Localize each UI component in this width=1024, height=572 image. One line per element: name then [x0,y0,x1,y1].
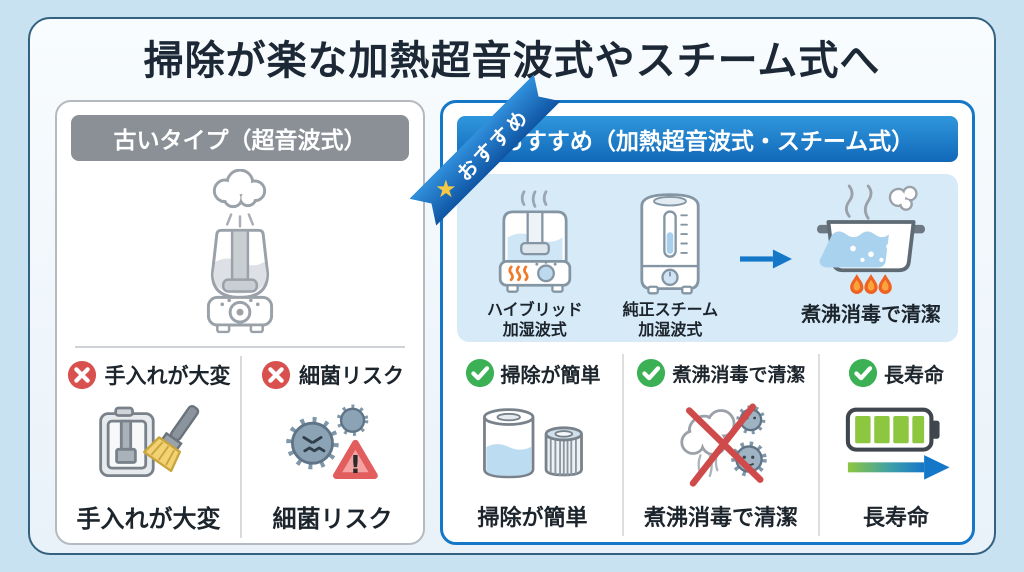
pro-title-row: 煮沸消毒で清潔 [636,354,806,392]
showcase-item-hybrid: ハイブリッド 加湿波式 [467,184,603,342]
pro-figure [477,392,589,500]
recommended-panel: ★ おすすめ おすすめ（加熱超音波式・スチーム式） [440,100,975,545]
pro-title: 煮沸消毒で清潔 [672,363,806,386]
pros-list: 掃除が簡単 掃除が簡単 [443,354,972,536]
boiling-pot-icon [817,184,926,294]
con-title: 手入れが大変 [104,364,231,388]
pro-title-row: 掃除が簡単 [465,354,601,392]
showcase-label-line2: 加湿波式 [638,320,703,339]
battery-long-life-icon [845,407,950,480]
pro-figure [665,392,777,500]
recommended-header: おすすめ（加熱超音波式・スチーム式） [457,116,958,162]
no-germs-steam-icon [680,403,767,487]
showcase-result-label: 煮沸消毒で清潔 [801,302,942,326]
germs-warning-icon: ! [286,404,378,479]
pro-figure [837,392,955,500]
con-figure [95,394,203,499]
pro-caption: 掃除が簡単 [477,506,588,531]
pro-title: 長寿命 [884,362,944,387]
cons-list: 手入れが大変 [57,356,423,538]
pro-title: 掃除が簡単 [500,362,601,387]
showcase-label-line1: 純正スチーム [622,300,719,319]
check-circle-icon [848,358,878,388]
steam-humidifier-icon [640,193,700,295]
con-title: 細菌リスク [299,364,404,388]
old-type-header: 古いタイプ（超音波式） [71,115,409,161]
showcase-figure [623,184,717,300]
transition-arrow [738,246,794,276]
hybrid-humidifier-icon [498,190,571,293]
con-caption: 手入れが大変 [76,505,221,533]
x-circle-icon [261,360,291,390]
warning-exclamation: ! [350,449,361,478]
pro-item-long-life: 長寿命 長寿命 [818,354,972,536]
page-title: 掃除が楽な加熱超音波式やスチーム式へ [143,38,881,84]
con-item-bacteria: 細菌リスク ! 細菌リスク [240,356,423,538]
left-panel-divider [75,346,405,348]
arrow-right-icon [740,249,793,269]
pro-caption: 長寿命 [862,506,929,531]
showcase-item-boil: 煮沸消毒で清潔 [794,184,948,342]
tank-filter-icon [482,408,583,479]
pro-item-easy-clean: 掃除が簡単 掃除が簡単 [443,354,622,536]
con-item-maintenance: 手入れが大変 [57,356,240,538]
con-title-row: 細菌リスク [261,356,404,394]
pro-item-boil-clean: 煮沸消毒で清潔 [622,354,818,536]
showcase-item-steam: 純正スチーム 加湿波式 [603,184,739,342]
tank-brush-icon [98,405,199,478]
showcase-label-line1: ハイブリッド [486,300,583,319]
pro-title-row: 長寿命 [848,354,944,392]
ultrasonic-humidifier-icon [206,168,274,333]
old-type-panel: 古いタイプ（超音波式） [55,100,425,545]
con-title-row: 手入れが大変 [67,356,231,394]
check-circle-icon [465,358,494,388]
showcase-label-line2: 加湿波式 [502,320,567,339]
showcase-box: ハイブリッド 加湿波式 純正スチーム [457,174,958,342]
showcase-figure [480,184,590,300]
old-device-figure [57,161,423,346]
check-circle-icon [637,358,666,388]
pro-caption: 煮沸消毒で清潔 [643,506,798,531]
con-figure: ! [280,394,385,499]
con-caption: 細菌リスク [272,505,393,533]
showcase-figure [800,184,942,296]
star-icon: ★ [435,175,457,204]
x-circle-icon [67,360,96,390]
